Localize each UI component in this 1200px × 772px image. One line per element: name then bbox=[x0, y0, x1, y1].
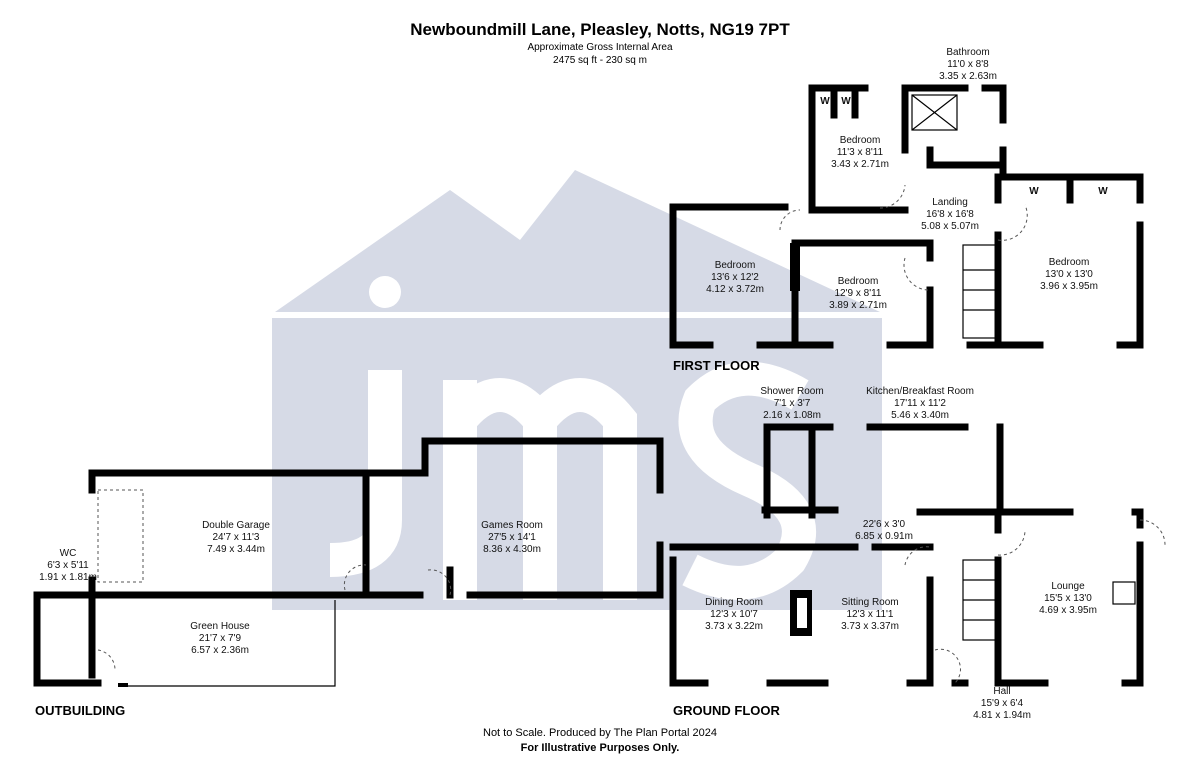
svg-text:12'9 x 8'11: 12'9 x 8'11 bbox=[834, 288, 881, 299]
watermark-dot bbox=[369, 276, 401, 308]
svg-text:24'7 x 11'3: 24'7 x 11'3 bbox=[212, 532, 259, 543]
svg-text:22'6 x 3'0: 22'6 x 3'0 bbox=[863, 519, 906, 530]
wardrobe-label: W bbox=[820, 96, 830, 107]
svg-text:Games Room: Games Room bbox=[481, 520, 543, 531]
svg-text:2.16 x 1.08m: 2.16 x 1.08m bbox=[763, 410, 821, 421]
svg-text:8.36 x 4.30m: 8.36 x 4.30m bbox=[483, 544, 541, 555]
svg-text:5.46 x 3.40m: 5.46 x 3.40m bbox=[891, 410, 949, 421]
svg-text:Double Garage: Double Garage bbox=[202, 520, 270, 531]
wardrobe-label: W bbox=[1029, 186, 1039, 197]
outbuilding-label: OUTBUILDING bbox=[35, 703, 125, 718]
watermark-letter-j bbox=[329, 370, 402, 577]
svg-text:Kitchen/Breakfast Room: Kitchen/Breakfast Room bbox=[866, 386, 974, 397]
svg-text:Bedroom: Bedroom bbox=[840, 135, 881, 146]
svg-text:Shower Room: Shower Room bbox=[760, 386, 823, 397]
svg-text:12'3 x 11'1: 12'3 x 11'1 bbox=[846, 609, 893, 620]
svg-text:17'11 x 11'2: 17'11 x 11'2 bbox=[894, 398, 946, 409]
ground-floor-plan bbox=[669, 423, 1166, 687]
first-floor-plan: W W W W bbox=[669, 84, 1144, 349]
svg-text:Bathroom: Bathroom bbox=[946, 47, 989, 58]
watermark-logo bbox=[272, 170, 882, 610]
wardrobe-label: W bbox=[1098, 186, 1108, 197]
first-floor-label: FIRST FLOOR bbox=[673, 358, 760, 373]
svg-text:Dining Room: Dining Room bbox=[705, 597, 763, 608]
room-corridor: 22'6 x 3'06.85 x 0.91m bbox=[855, 519, 913, 542]
ground-floor-label: GROUND FLOOR bbox=[673, 703, 780, 718]
svg-text:3.96 x 3.95m: 3.96 x 3.95m bbox=[1040, 281, 1098, 292]
svg-text:11'3 x 8'11: 11'3 x 8'11 bbox=[837, 147, 884, 158]
outbuilding-plan bbox=[33, 437, 664, 687]
svg-text:3.43 x 2.71m: 3.43 x 2.71m bbox=[831, 159, 889, 170]
svg-text:4.69 x 3.95m: 4.69 x 3.95m bbox=[1039, 605, 1097, 616]
svg-text:7.49 x 3.44m: 7.49 x 3.44m bbox=[207, 544, 265, 555]
svg-text:3.73 x 3.37m: 3.73 x 3.37m bbox=[841, 621, 899, 632]
svg-text:Bedroom: Bedroom bbox=[715, 260, 756, 271]
svg-text:4.12 x 3.72m: 4.12 x 3.72m bbox=[706, 284, 764, 295]
svg-text:13'6 x 12'2: 13'6 x 12'2 bbox=[711, 272, 759, 283]
footer-illustrative: For Illustrative Purposes Only. bbox=[520, 742, 680, 754]
svg-text:27'5 x 14'1: 27'5 x 14'1 bbox=[488, 532, 536, 543]
svg-text:Lounge: Lounge bbox=[1051, 581, 1085, 592]
svg-text:Bedroom: Bedroom bbox=[838, 276, 879, 287]
svg-text:3.35 x 2.63m: 3.35 x 2.63m bbox=[939, 71, 997, 82]
watermark-letter-m bbox=[443, 378, 637, 600]
svg-text:WC: WC bbox=[60, 548, 77, 559]
area-subtitle: Approximate Gross Internal Area bbox=[527, 42, 673, 53]
room-wc: WC6'3 x 5'111.91 x 1.81m bbox=[39, 548, 97, 583]
svg-text:5.08 x 5.07m: 5.08 x 5.07m bbox=[921, 221, 979, 232]
svg-text:6.85 x 0.91m: 6.85 x 0.91m bbox=[855, 531, 913, 542]
watermark-lettering bbox=[329, 361, 816, 600]
svg-text:7'1 x 3'7: 7'1 x 3'7 bbox=[774, 398, 811, 409]
footer-disclaimer: Not to Scale. Produced by The Plan Porta… bbox=[483, 727, 717, 739]
svg-text:15'5 x 13'0: 15'5 x 13'0 bbox=[1044, 593, 1092, 604]
svg-text:11'0 x 8'8: 11'0 x 8'8 bbox=[947, 59, 989, 70]
svg-text:Bedroom: Bedroom bbox=[1049, 257, 1090, 268]
svg-text:3.89 x 2.71m: 3.89 x 2.71m bbox=[829, 300, 887, 311]
svg-text:16'8 x 16'8: 16'8 x 16'8 bbox=[926, 209, 974, 220]
svg-text:Landing: Landing bbox=[932, 197, 968, 208]
watermark-letter-s bbox=[678, 361, 816, 600]
svg-text:Green House: Green House bbox=[190, 621, 250, 632]
svg-text:3.73 x 3.22m: 3.73 x 3.22m bbox=[705, 621, 763, 632]
svg-text:13'0 x 13'0: 13'0 x 13'0 bbox=[1045, 269, 1093, 280]
wardrobe-label: W bbox=[841, 96, 851, 107]
area-value: 2475 sq ft - 230 sq m bbox=[553, 55, 647, 66]
svg-text:12'3 x 10'7: 12'3 x 10'7 bbox=[710, 609, 758, 620]
svg-text:1.91 x 1.81m: 1.91 x 1.81m bbox=[39, 572, 97, 583]
svg-text:15'9 x 6'4: 15'9 x 6'4 bbox=[981, 698, 1024, 709]
svg-text:21'7 x 7'9: 21'7 x 7'9 bbox=[199, 633, 242, 644]
page-title: Newboundmill Lane, Pleasley, Notts, NG19… bbox=[410, 20, 790, 39]
svg-text:4.81 x 1.94m: 4.81 x 1.94m bbox=[973, 710, 1031, 721]
svg-text:6.57 x 2.36m: 6.57 x 2.36m bbox=[191, 645, 249, 656]
svg-text:Hall: Hall bbox=[993, 686, 1010, 697]
svg-text:Sitting Room: Sitting Room bbox=[841, 597, 898, 608]
svg-text:6'3 x 5'11: 6'3 x 5'11 bbox=[47, 560, 89, 571]
watermark-roof bbox=[275, 170, 880, 312]
